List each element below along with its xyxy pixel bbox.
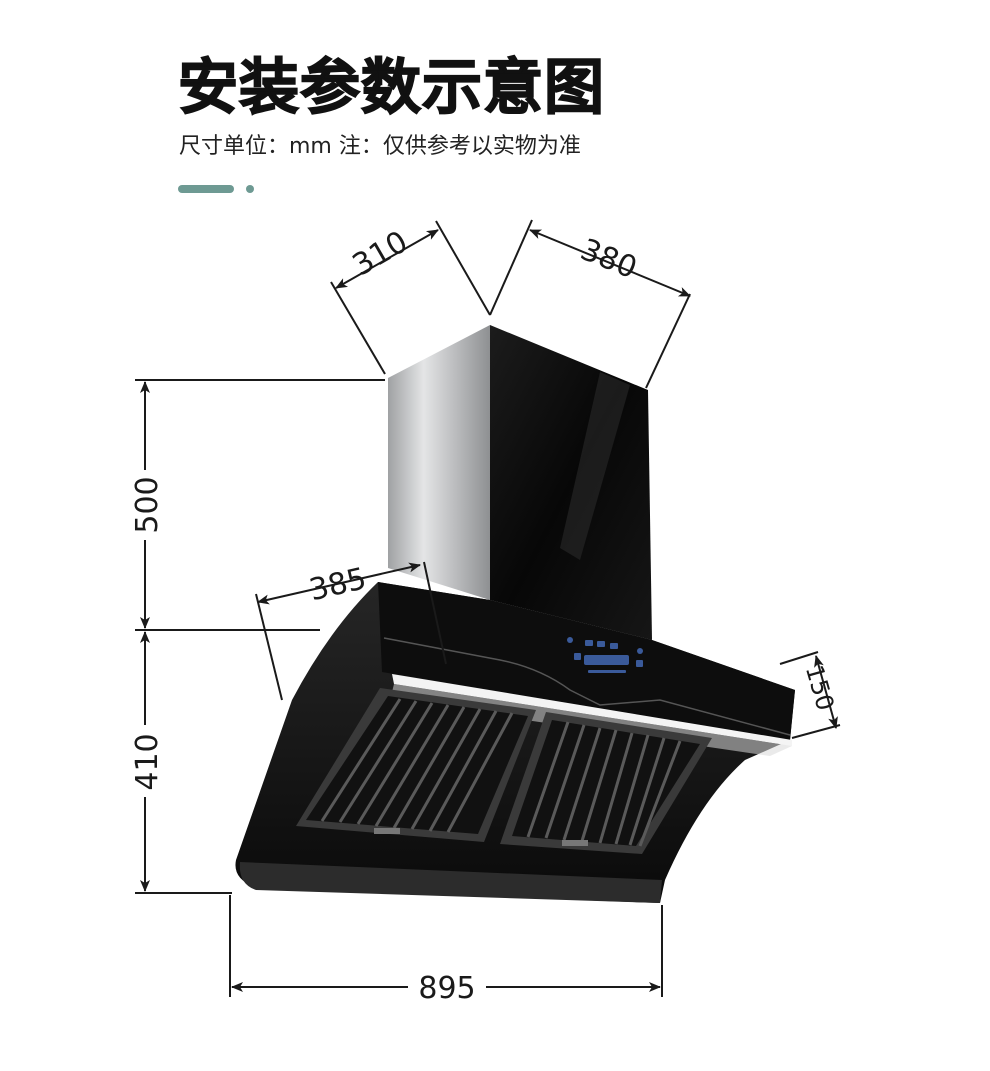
dim-line-front-height [814,655,838,729]
range-hood-illustration [235,325,795,903]
hood-bottom-lip [239,862,663,903]
filter-slats-right [526,721,682,847]
chimney-steel-side [388,325,490,600]
light-strip [392,674,792,746]
label-hood-height: 410 [130,733,165,790]
label-chimney-width: 380 [575,232,641,286]
page-title: 安装参数示意图 [177,53,605,123]
filter-slats-left [320,698,514,833]
accent-bar [178,185,234,193]
panel-edge-line [383,637,791,736]
label-masks [128,470,486,1006]
filter-handle-left [374,828,400,834]
dim-line-chimney-width [529,229,691,297]
filter-handle-right [562,840,588,846]
dim-line-chimney-depth [335,229,439,289]
dim-line-panel-depth [257,562,421,605]
unit-note: 尺寸单位：mm 注：仅供参考以实物为准 [179,134,581,159]
glass-reflection [560,372,630,560]
filter-left [306,696,528,834]
label-front-height: 150 [800,662,840,714]
label-overall-width: 895 [418,971,475,1006]
accent-dot [246,185,254,193]
control-display [567,637,643,673]
chimney-glass-front [490,325,652,640]
label-chimney-height: 500 [130,476,165,533]
label-chimney-depth: 310 [347,224,414,283]
dimension-lines [135,219,841,997]
